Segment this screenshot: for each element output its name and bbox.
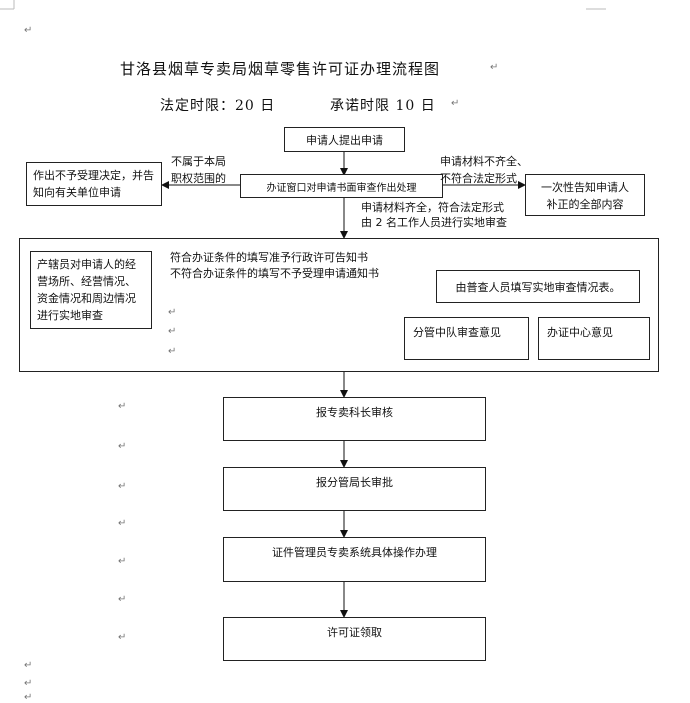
- paragraph-mark: ↵: [168, 307, 177, 318]
- paragraph-mark: ↵: [118, 481, 127, 492]
- paragraph-mark: ↵: [118, 556, 127, 567]
- paragraph-mark: ↵: [24, 25, 33, 36]
- node-window-review: 办证窗口对申请书面审查作出处理: [240, 174, 443, 198]
- label-unqualified: 不符合办证条件的填写不予受理申请通知书: [170, 267, 379, 280]
- node-collect: 许可证领取: [223, 617, 486, 661]
- node-chief-review: 报专卖科长审核: [223, 397, 486, 441]
- statutory-time-limit: 法定时限：20 日: [160, 98, 276, 114]
- page-title: 甘洛县烟草专卖局烟草零售许可证办理流程图: [120, 60, 441, 78]
- paragraph-mark: ↵: [118, 594, 127, 605]
- node-center-opinion: 办证中心意见: [538, 317, 650, 360]
- paragraph-mark: ↵: [24, 660, 33, 671]
- paragraph-mark: ↵: [168, 346, 177, 357]
- label-complete-1: 申请材料齐全，符合法定形式: [361, 201, 504, 214]
- node-fill-form: 由普查人员填写实地审查情况表。: [436, 270, 640, 303]
- paragraph-mark: ↵: [118, 401, 127, 412]
- label-out-of-scope-2: 职权范围的: [171, 172, 226, 185]
- node-notify-once: 一次性告知申请人补正的全部内容: [525, 174, 645, 216]
- node-admin-process: 证件管理员专卖系统具体操作办理: [223, 537, 486, 582]
- node-apply: 申请人提出申请: [284, 127, 405, 152]
- label-incomplete-2: 不符合法定形式: [440, 172, 517, 185]
- paragraph-mark: ↵: [451, 98, 460, 109]
- node-not-accepted: 作出不予受理决定，并告知向有关单位申请: [26, 162, 162, 206]
- paragraph-mark: ↵: [118, 518, 127, 529]
- node-inspection-note: 产辖员对申请人的经营场所、经营情况、资金情况和周边情况进行实地审查: [30, 251, 152, 329]
- node-director-approve: 报分管局长审批: [223, 467, 486, 511]
- label-incomplete-1: 申请材料不齐全、: [440, 155, 528, 168]
- label-complete-2: 由 2 名工作人员进行实地审查: [361, 216, 507, 229]
- paragraph-mark: ↵: [24, 678, 33, 689]
- label-qualified: 符合办证条件的填写准予行政许可告知书: [170, 251, 368, 264]
- paragraph-mark: ↵: [490, 62, 499, 73]
- paragraph-mark: ↵: [118, 441, 127, 452]
- node-squad-opinion: 分管中队审查意见: [404, 317, 529, 360]
- promised-time-limit: 承诺时限 10 日: [330, 98, 436, 114]
- paragraph-mark: ↵: [118, 632, 127, 643]
- paragraph-mark: ↵: [168, 326, 177, 337]
- paragraph-mark: ↵: [24, 692, 33, 703]
- label-out-of-scope-1: 不属于本局: [171, 155, 226, 168]
